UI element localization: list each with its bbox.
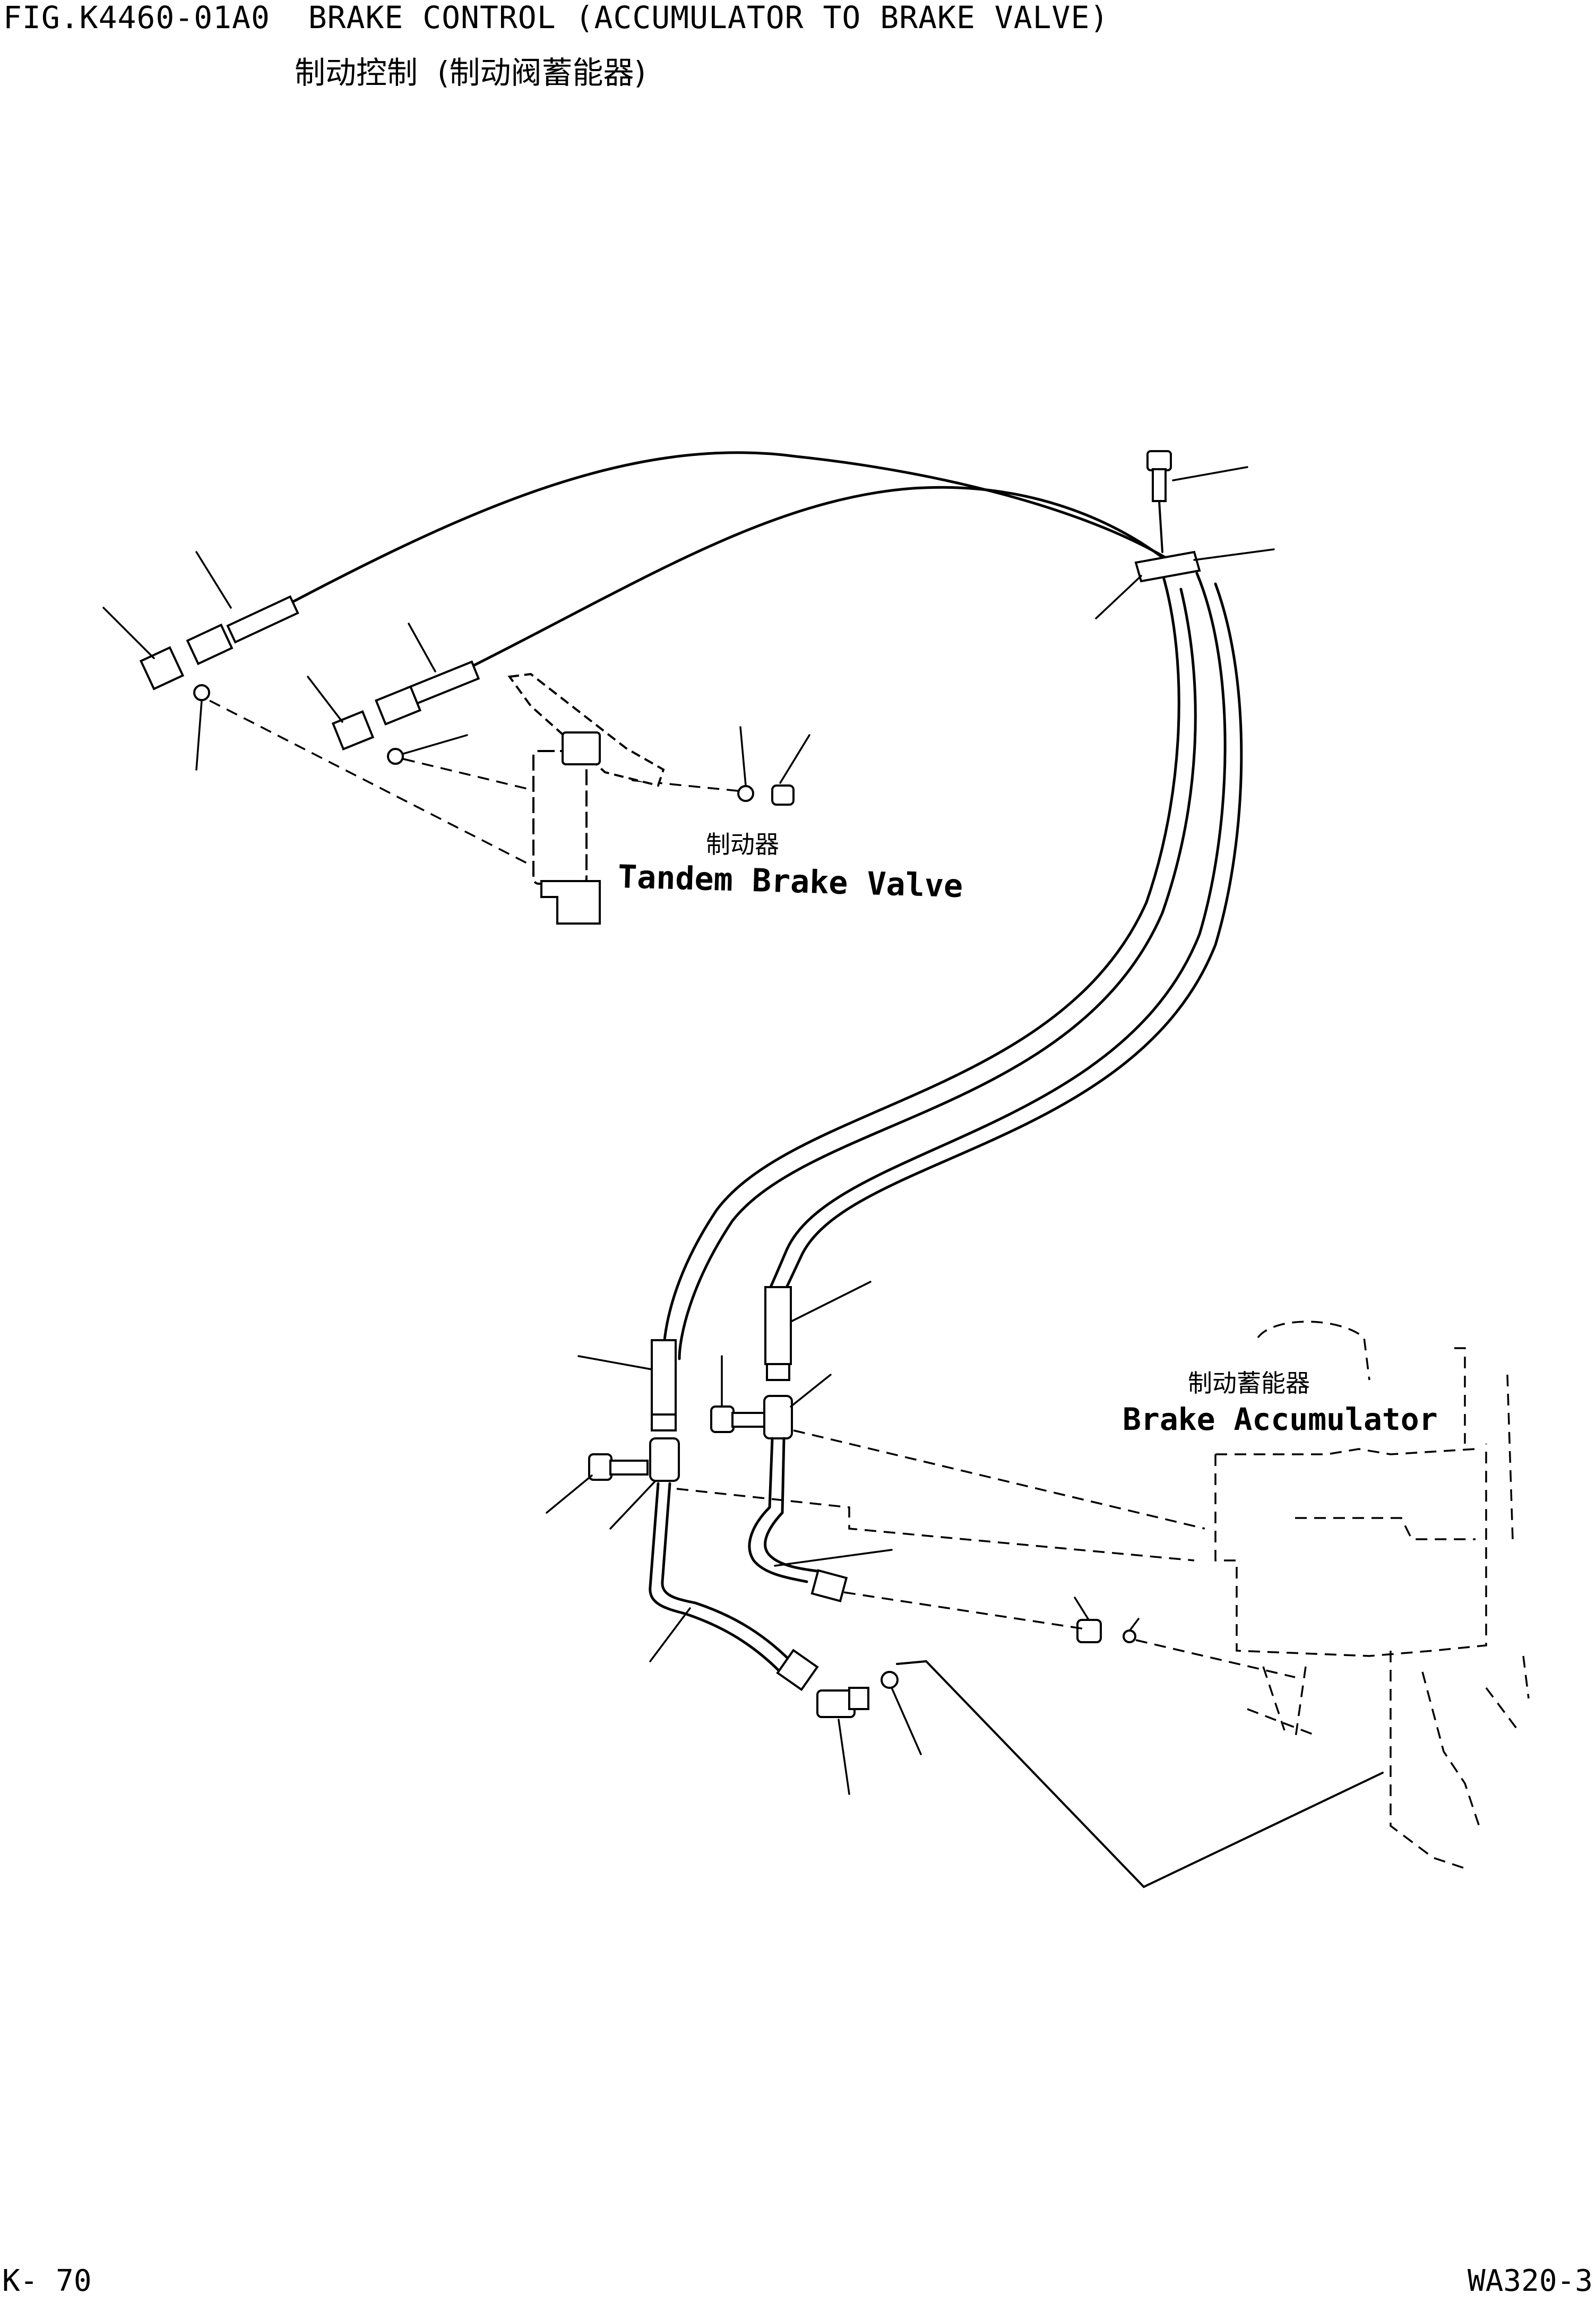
o-ring-icon — [193, 684, 210, 701]
leader-line — [1074, 1597, 1089, 1620]
accumulator-outline — [1214, 1444, 1487, 1657]
valve-body — [532, 750, 588, 885]
leader-line — [402, 734, 468, 755]
figure-title: FIG.K4460-01A0 BRAKE CONTROL (ACCUMULATO… — [3, 0, 1109, 36]
hose-outer-line — [285, 451, 1167, 607]
leader-line — [577, 1355, 653, 1370]
projection-line — [209, 700, 537, 869]
fitting-icon — [848, 1687, 869, 1710]
valve-port — [562, 731, 601, 765]
accumulator-outline — [1454, 1347, 1466, 1444]
leader-line — [779, 734, 810, 784]
o-ring-icon — [881, 1671, 899, 1689]
fitting-icon — [374, 685, 422, 726]
accumulator-outline — [1215, 1448, 1476, 1455]
leader-line — [546, 1474, 593, 1514]
bolt-icon — [1152, 468, 1167, 502]
hose-descent-right — [765, 572, 1227, 1297]
leader-line — [790, 1281, 872, 1323]
accumulator-outline — [1247, 1666, 1317, 1741]
fitting-icon — [331, 710, 375, 751]
projection-line — [403, 758, 537, 792]
valve-base — [540, 880, 601, 925]
upper-hose-loop — [285, 451, 1243, 1360]
brake-valve-label-chinese: 制动器 — [706, 830, 779, 859]
o-ring-icon — [737, 785, 754, 802]
brake-valve-icon — [507, 672, 810, 925]
hose-inner-line — [465, 486, 1177, 670]
hose-icon — [651, 1339, 677, 1416]
bolt-icon — [731, 1412, 765, 1428]
accumulator-icon — [1214, 1321, 1530, 1869]
bolt-icon — [609, 1460, 649, 1476]
projection-line — [793, 1429, 1205, 1530]
model-code: WA320-3 — [1467, 2264, 1593, 2298]
hose-descent-left — [662, 572, 1180, 1360]
projection-line — [1135, 1639, 1296, 1678]
lower-fittings — [546, 1281, 1384, 1888]
clamp-icon — [1134, 550, 1201, 583]
leader-line — [195, 700, 203, 771]
elbow-icon — [771, 784, 795, 806]
hose-icon — [226, 595, 299, 644]
leader-line — [774, 1549, 893, 1567]
leader-line — [1172, 466, 1248, 481]
accumulator-outline — [1257, 1321, 1370, 1381]
fitting-icon — [810, 1569, 848, 1602]
bolt-icon — [1146, 450, 1172, 471]
accumulator-outline — [1390, 1651, 1465, 1869]
bent-tube-line — [748, 1437, 808, 1583]
o-ring-icon — [387, 748, 404, 765]
projection-line — [843, 1591, 1089, 1631]
fitting-icon — [139, 646, 185, 691]
upper-left-fittings — [102, 551, 738, 869]
brake-valve-label: Tandem Brake Valve — [617, 858, 964, 905]
brake-accumulator-label-chinese: 制动蓄能器 — [1188, 1369, 1310, 1398]
figure-title-chinese: 制动控制 (制动阀蓄能器) — [295, 55, 646, 91]
hose-descent-left-2 — [678, 588, 1197, 1360]
leader-line — [649, 1607, 691, 1662]
hose-icon — [406, 660, 480, 706]
pedal-bracket — [507, 672, 665, 787]
leader-line — [609, 1480, 657, 1530]
leader-line — [739, 726, 747, 787]
fitting-icon — [776, 1649, 819, 1692]
accumulator-outline — [1295, 1517, 1476, 1540]
elbow-icon — [763, 1395, 793, 1439]
accumulator-outline — [1506, 1374, 1514, 1540]
hose-descent-right-2 — [781, 582, 1243, 1297]
bent-tube-line — [661, 1482, 792, 1663]
leader-line — [1095, 575, 1142, 619]
o-ring-icon — [1123, 1629, 1136, 1643]
accumulator-outline — [1485, 1655, 1530, 1731]
bent-tube-line — [764, 1437, 819, 1573]
leader-line — [1129, 1618, 1140, 1631]
leader-line — [307, 676, 343, 723]
page-number: K- 70 — [2, 2264, 92, 2298]
leader-line — [102, 607, 155, 659]
bolt-icon — [710, 1405, 735, 1433]
clamp-assembly — [1095, 450, 1275, 619]
fitting-icon — [651, 1413, 677, 1431]
projection-line — [676, 1488, 1195, 1562]
fitting-icon — [766, 1363, 790, 1381]
leader-line — [838, 1719, 850, 1795]
leader-line — [195, 551, 232, 609]
fitting-icon — [186, 623, 234, 666]
leader-line — [790, 1374, 832, 1408]
bent-tube-line — [649, 1482, 782, 1674]
return-line — [896, 1660, 1384, 1888]
leader-line — [408, 623, 436, 672]
hose-icon — [764, 1286, 792, 1365]
fitting-icon — [1076, 1619, 1102, 1643]
leader-line — [1193, 548, 1275, 561]
bolt-shaft — [1158, 500, 1163, 553]
accumulator-outline — [1421, 1671, 1482, 1832]
leader-line — [891, 1687, 922, 1755]
elbow-icon — [649, 1437, 680, 1482]
brake-accumulator-label: Brake Accumulator — [1123, 1401, 1438, 1437]
